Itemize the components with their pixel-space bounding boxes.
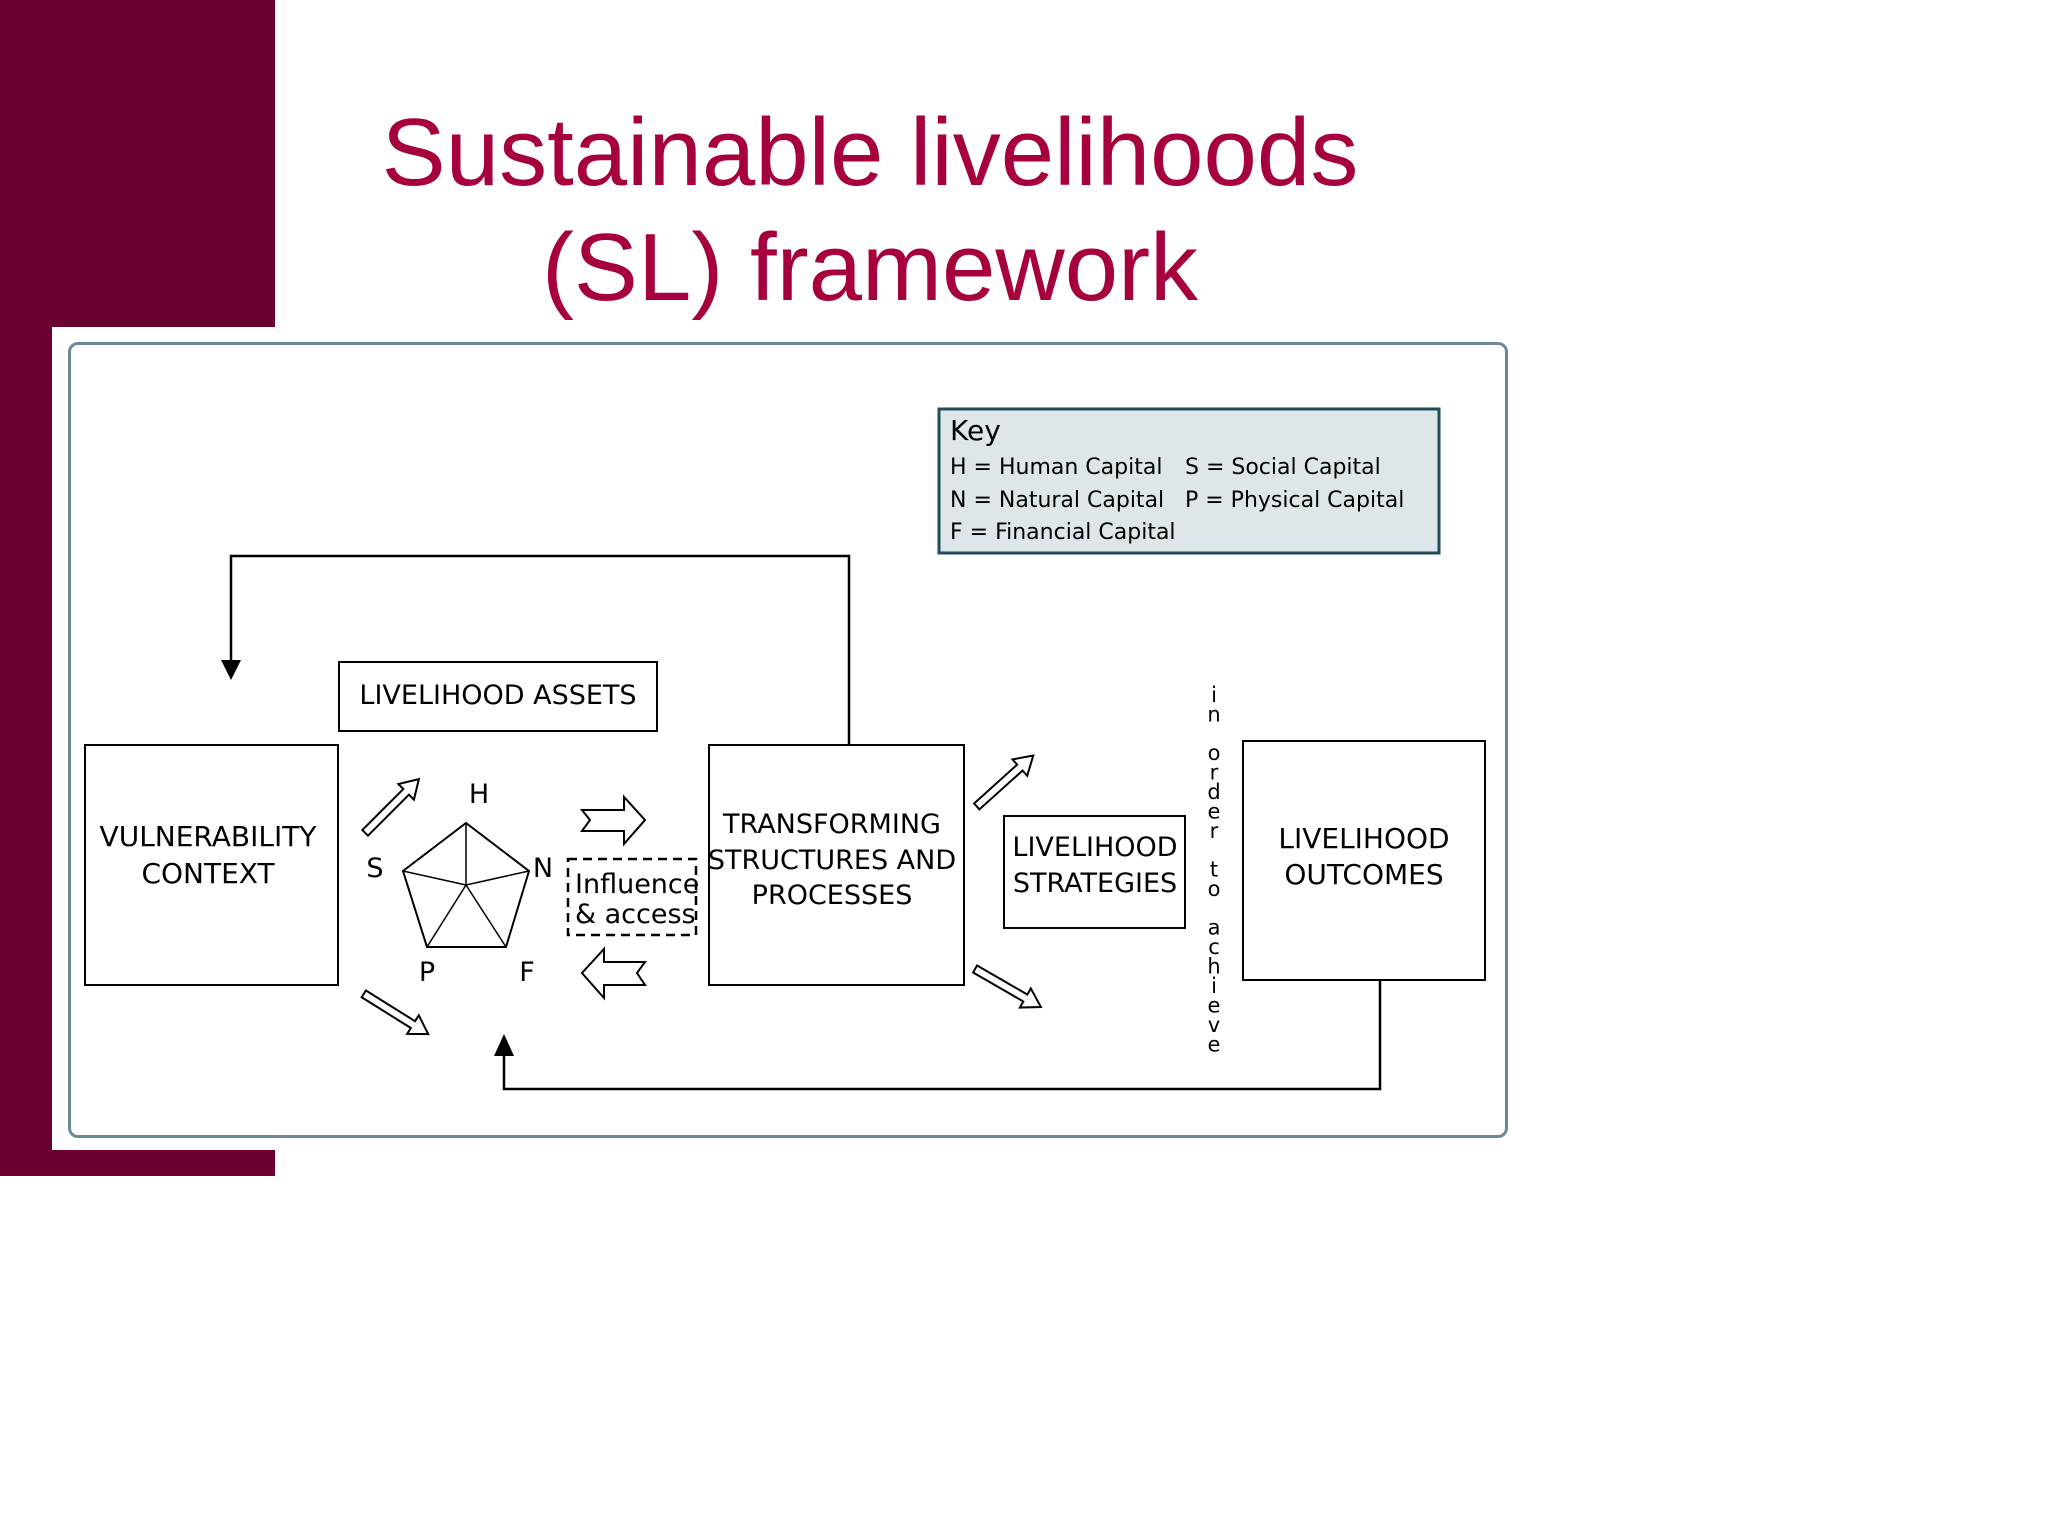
vertical-letter: n — [1207, 703, 1220, 727]
influence-access-box — [566, 857, 698, 937]
vertical-letter: c — [1208, 935, 1220, 959]
key-box: Key H = Human Capital S = Social Capital… — [937, 407, 1441, 555]
pentagon-label-financial: F — [519, 957, 535, 988]
livelihood-assets-box — [338, 661, 658, 732]
vertical-letter: h — [1207, 955, 1220, 979]
hollow-arrow-up-right-icon-2 — [972, 754, 1035, 811]
vertical-letter: r — [1210, 819, 1219, 843]
vertical-letter: a — [1208, 916, 1221, 940]
transforming-label-line1: TRANSFORMING — [722, 809, 941, 840]
livelihood-outcomes-box — [1242, 740, 1486, 981]
influence-label-line2: & access — [575, 899, 696, 930]
vulnerability-label-line1: VULNERABILITY — [100, 820, 318, 853]
vertical-letter: i — [1211, 974, 1217, 998]
key-item-social: S = Social Capital — [1185, 455, 1381, 480]
diagram-frame — [68, 342, 1508, 1138]
title-line-1: Sustainable livelihoods — [381, 99, 1359, 206]
arrowhead-up-icon — [494, 1034, 514, 1056]
vertical-letter: e — [1208, 1033, 1221, 1057]
vertical-letter: r — [1210, 761, 1219, 785]
sl-framework-diagram: Key H = Human Capital S = Social Capital… — [84, 407, 1486, 1091]
livelihood-assets-label: LIVELIHOOD ASSETS — [359, 680, 636, 711]
key-item-human: H = Human Capital — [950, 455, 1162, 480]
transforming-label-line3: PROCESSES — [752, 880, 913, 911]
hollow-arrow-down-right-icon-2 — [971, 964, 1043, 1009]
key-item-physical: P = Physical Capital — [1185, 488, 1404, 513]
pentagon-label-social: S — [366, 853, 383, 884]
vertical-letter: t — [1210, 858, 1218, 882]
strategies-label-line2: STRATEGIES — [1013, 868, 1177, 899]
key-box-border — [937, 407, 1441, 555]
vulnerability-context-box — [84, 744, 339, 986]
hollow-arrow-up-right-icon — [360, 777, 421, 838]
title-line-2: (SL) framework — [541, 214, 1199, 321]
vertical-letter: d — [1207, 780, 1220, 804]
arrowhead-down-icon — [221, 660, 241, 680]
block-arrow-right-icon — [579, 794, 647, 847]
strategies-label-line1: LIVELIHOOD — [1012, 832, 1177, 863]
hollow-arrow-down-right-icon — [360, 989, 430, 1036]
outcomes-label-line2: OUTCOMES — [1284, 858, 1443, 891]
vertical-letter: i — [1211, 683, 1217, 707]
asset-pentagon — [401, 821, 531, 948]
pentagon-label-natural: N — [533, 853, 553, 884]
pentagon-label-human: H — [469, 779, 489, 810]
transforming-structures-box — [708, 744, 965, 986]
slide-title: Sustainable livelihoods (SL) framework — [275, 95, 1465, 325]
key-item-natural: N = Natural Capital — [950, 488, 1164, 513]
livelihood-strategies-box — [1003, 815, 1186, 929]
key-item-financial: F = Financial Capital — [950, 520, 1176, 545]
pentagon-label-physical: P — [419, 957, 435, 988]
influence-label-line1: Influence — [575, 869, 699, 900]
top-feedback-arrow — [221, 554, 851, 745]
block-arrow-left-icon — [580, 946, 647, 1001]
vertical-letter: o — [1208, 877, 1221, 901]
vertical-letter: o — [1208, 741, 1221, 765]
vertical-letter: v — [1208, 1013, 1220, 1037]
key-heading: Key — [950, 414, 1001, 447]
vulnerability-label-line2: CONTEXT — [141, 857, 275, 890]
outcomes-label-line1: LIVELIHOOD — [1278, 822, 1449, 855]
bottom-feedback-arrow — [494, 980, 1382, 1091]
vertical-letter: e — [1208, 994, 1221, 1018]
vertical-letter: e — [1208, 800, 1221, 824]
transforming-label-line2: STRUCTURES AND — [708, 845, 956, 876]
